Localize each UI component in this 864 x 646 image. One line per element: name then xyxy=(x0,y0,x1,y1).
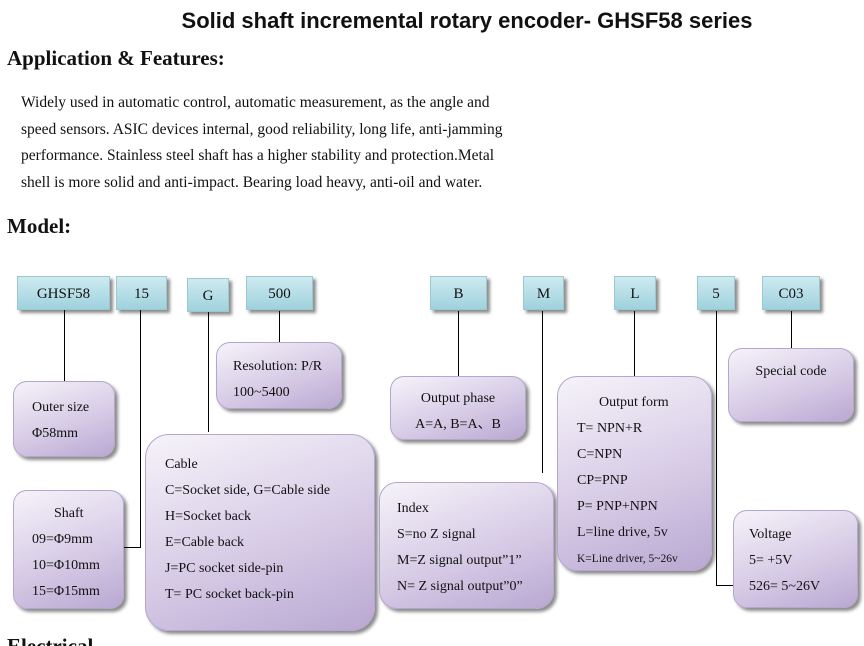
shaft-box: Shaft 09=Φ9mm 10=Φ10mm 15=Φ15mm xyxy=(13,490,124,609)
box-title: Cable xyxy=(165,457,198,472)
connector-line xyxy=(279,311,280,343)
connector-line xyxy=(791,311,792,349)
box-line: 09=Φ9mm xyxy=(32,532,93,547)
model-heading: Model: xyxy=(7,214,72,238)
connector-line xyxy=(542,311,543,473)
voltage-box: Voltage 5= +5V 526= 5~26V xyxy=(733,510,858,608)
code-box-shaft: 15 xyxy=(116,276,167,310)
outer-size-box: Outer size Φ58mm xyxy=(13,381,115,457)
special-code-box: Special code xyxy=(728,348,854,422)
output-phase-box: Output phase A=A, B=A、B xyxy=(390,376,526,440)
connector-line xyxy=(140,310,141,548)
cable-box: Cable C=Socket side, G=Cable side H=Sock… xyxy=(145,434,375,631)
connector-line xyxy=(124,547,141,548)
box-line: H=Socket back xyxy=(165,509,252,524)
connector-line xyxy=(634,311,635,376)
box-title: Voltage xyxy=(749,527,792,542)
box-line: A=A, B=A、B xyxy=(415,417,501,432)
features-line: shell is more solid and anti-impact. Bea… xyxy=(21,173,483,191)
resolution-box: Resolution: P/R 100~5400 xyxy=(216,342,342,409)
code-box-resolution: 500 xyxy=(246,276,313,310)
features-line: Widely used in automatic control, automa… xyxy=(21,94,490,111)
connector-line xyxy=(208,312,209,432)
box-line: E=Cable back xyxy=(165,535,245,550)
box-line: 5= +5V xyxy=(749,553,793,568)
box-line: C=NPN xyxy=(577,447,623,462)
box-line: C=Socket side, G=Cable side xyxy=(165,483,331,498)
box-title: Output form xyxy=(599,395,669,410)
index-box: Index S=no Z signal M=Z signal output”1”… xyxy=(379,482,554,609)
box-line: T= PC socket back-pin xyxy=(165,587,294,602)
box-title: Output phase xyxy=(420,391,496,406)
box-line: P= PNP+NPN xyxy=(577,499,658,514)
code-box-output-form: L xyxy=(614,276,656,310)
box-title: Special code xyxy=(755,364,827,379)
next-section-heading: Electrical xyxy=(7,638,93,646)
features-paragraph: Widely used in automatic control, automa… xyxy=(21,90,581,196)
code-box-index: M xyxy=(523,276,564,310)
box-line: Φ58mm xyxy=(32,426,79,441)
box-line: N= Z signal output”0” xyxy=(397,579,523,594)
features-line: speed sensors. ASIC devices internal, go… xyxy=(21,120,503,138)
box-title: Shaft xyxy=(54,506,84,521)
box-title: Index xyxy=(397,501,429,516)
box-line: M=Z signal output”1” xyxy=(397,553,522,568)
code-box-cable: G xyxy=(187,278,229,312)
box-line: 15=Φ15mm xyxy=(32,584,100,599)
features-heading: Application & Features: xyxy=(7,46,225,70)
box-line: CP=PNP xyxy=(577,473,628,488)
box-title: Resolution: P/R xyxy=(233,359,323,374)
page-title: Solid shaft incremental rotary encoder- … xyxy=(181,8,753,33)
connector-line xyxy=(716,311,717,586)
box-line: 100~5400 xyxy=(233,385,290,400)
code-box-output-phase: B xyxy=(430,276,487,310)
box-line: L=line drive, 5v xyxy=(577,525,668,540)
box-line: T= NPN+R xyxy=(577,421,643,436)
box-line: 526= 5~26V xyxy=(749,579,821,594)
output-form-box: Output form T= NPN+R C=NPN CP=PNP P= PNP… xyxy=(557,376,712,571)
box-line: J=PC socket side-pin xyxy=(165,561,284,576)
box-line: S=no Z signal xyxy=(397,527,476,542)
connector-line xyxy=(458,311,459,377)
code-box-special: C03 xyxy=(762,276,820,310)
connector-line xyxy=(64,310,65,382)
code-box-voltage: 5 xyxy=(697,276,735,310)
box-line: K=Line driver, 5~26v xyxy=(577,553,678,565)
features-line: performance. Stainless steel shaft has a… xyxy=(21,147,495,164)
box-line: 10=Φ10mm xyxy=(32,558,100,573)
connector-line xyxy=(716,585,734,586)
code-box-outer-size: GHSF58 xyxy=(17,276,110,310)
box-title: Outer size xyxy=(32,400,90,415)
